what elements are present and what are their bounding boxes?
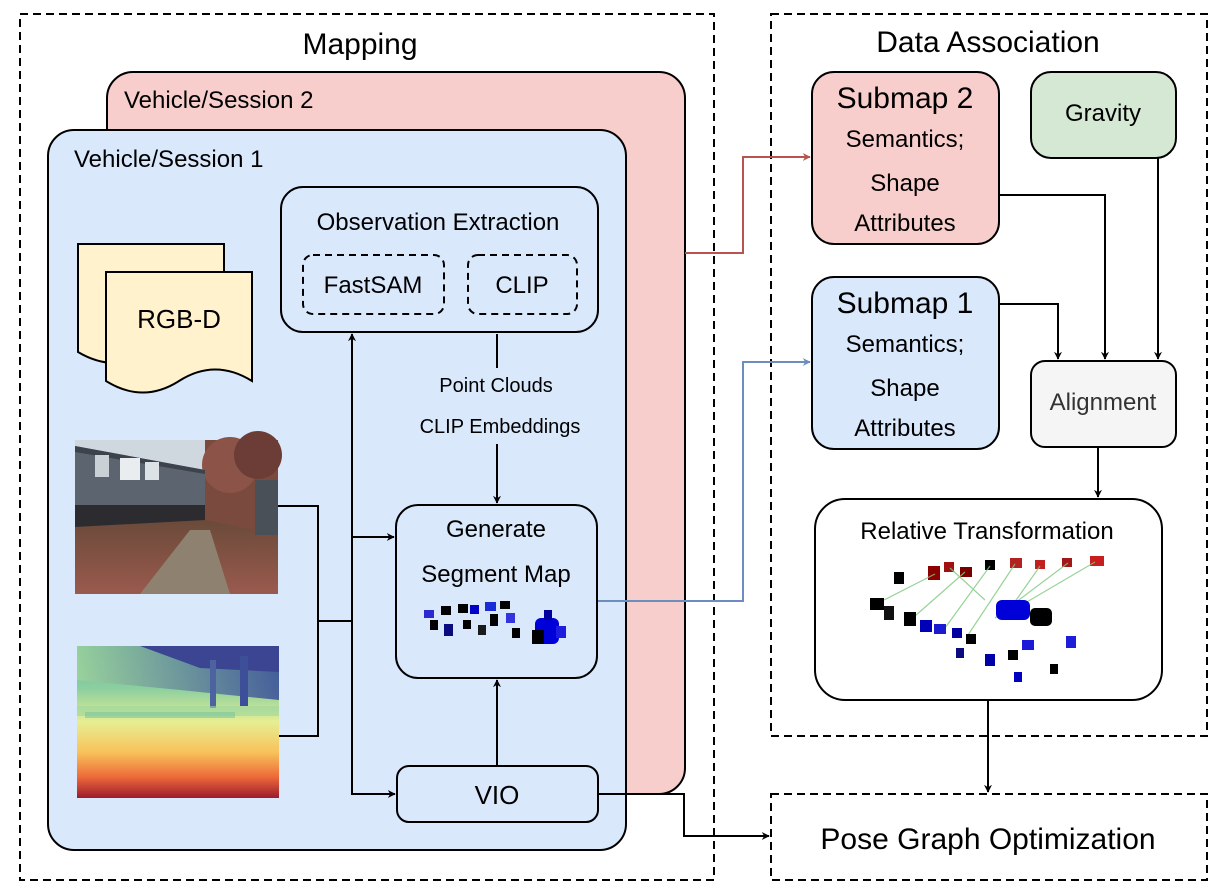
session1-label: Vehicle/Session 1 bbox=[74, 146, 263, 173]
connectors bbox=[278, 153, 1162, 840]
submap2-line2: Shape bbox=[870, 170, 939, 197]
rgb-to-bus-edge bbox=[278, 505, 319, 621]
submap1-line2: Shape bbox=[870, 375, 939, 402]
trunk-down-to-vio-edge bbox=[351, 621, 396, 798]
mapping-title: Mapping bbox=[302, 28, 417, 61]
submap2-title: Submap 2 bbox=[837, 82, 974, 115]
pose-graph-optimization-box bbox=[770, 793, 1208, 881]
submap2-line3: Attributes bbox=[854, 210, 955, 237]
vio-to-pose-graph-edge bbox=[598, 793, 770, 840]
gravity-label: Gravity bbox=[1065, 100, 1141, 127]
clip-embeddings-label: CLIP Embeddings bbox=[420, 416, 581, 438]
submap1-title: Submap 1 bbox=[837, 287, 974, 320]
segment-map-line1: Generate bbox=[446, 516, 546, 543]
data-association-title: Data Association bbox=[876, 26, 1099, 59]
submap2-to-alignment-edge bbox=[999, 194, 1109, 360]
submap2-box bbox=[811, 71, 1000, 245]
session2-label: Vehicle/Session 2 bbox=[124, 87, 313, 114]
alignment-box bbox=[1030, 360, 1177, 448]
depth-to-bus-edge bbox=[279, 621, 319, 737]
vio-label: VIO bbox=[475, 780, 520, 810]
clip-label: CLIP bbox=[495, 272, 548, 299]
session2-to-submap2-edge bbox=[685, 153, 811, 254]
submap1-line1: Semantics; bbox=[846, 331, 965, 358]
submap2-line1: Semantics; bbox=[846, 126, 965, 153]
observation-extraction-title: Observation Extraction bbox=[317, 209, 560, 236]
rgbd-label: RGB-D bbox=[137, 304, 221, 334]
submap1-to-alignment-edge bbox=[999, 303, 1062, 360]
depth-image bbox=[77, 646, 279, 798]
gravity-box bbox=[1030, 71, 1177, 159]
clip-box bbox=[467, 254, 578, 315]
rgbd-document-icon bbox=[77, 243, 253, 394]
point-clouds-label: Point Clouds bbox=[439, 375, 552, 397]
segment-map-to-submap1-edge bbox=[598, 358, 811, 602]
data-association-region bbox=[770, 13, 1208, 737]
fastsam-label: FastSAM bbox=[324, 272, 423, 299]
relative-transformation-pointcloud-icon bbox=[870, 556, 1104, 682]
rgb-image bbox=[75, 431, 282, 594]
relative-transformation-title: Relative Transformation bbox=[860, 518, 1113, 545]
segment-map-line2: Segment Map bbox=[421, 561, 570, 588]
segment-map-pointcloud-icon bbox=[424, 601, 566, 644]
alignment-label: Alignment bbox=[1050, 389, 1157, 416]
submap1-box bbox=[811, 276, 1000, 450]
submap1-line3: Attributes bbox=[854, 415, 955, 442]
fastsam-box bbox=[302, 254, 445, 315]
pose-graph-optimization-label: Pose Graph Optimization bbox=[820, 823, 1155, 856]
